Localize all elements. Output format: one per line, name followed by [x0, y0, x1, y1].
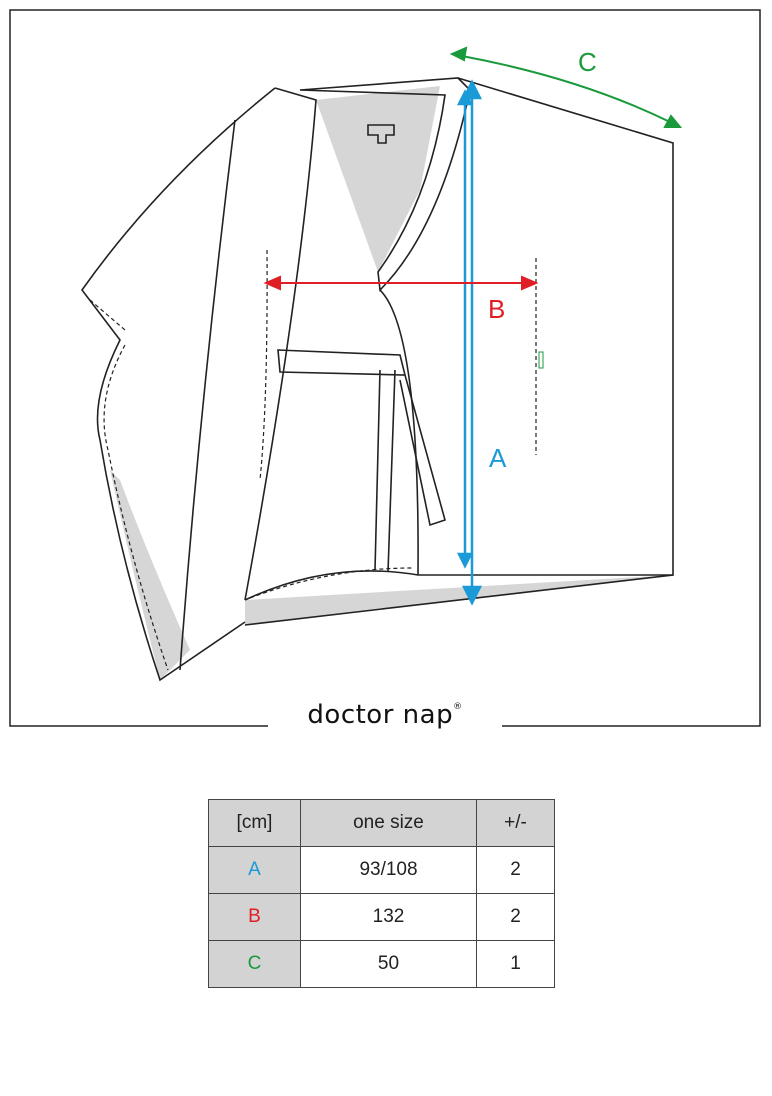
front-wrap [244, 289, 673, 601]
row-tolerance: 1 [476, 940, 555, 988]
size-table: [cm] one size +/- A 93/108 2 B 132 2 C 5… [208, 799, 555, 988]
left-sleeve-outline [81, 87, 276, 682]
stitch-line [89, 249, 537, 671]
label-a: A [489, 443, 507, 473]
label-tag [367, 124, 395, 144]
row-tolerance: 2 [476, 893, 555, 941]
back-body-outline [244, 77, 674, 626]
header-tolerance: +/- [476, 799, 555, 847]
sleeve-interior [110, 470, 190, 680]
belt [277, 349, 446, 573]
row-tolerance: 2 [476, 846, 555, 894]
row-key: C [208, 940, 301, 988]
label-c: C [578, 47, 597, 77]
brand-name: doctor nap [307, 700, 454, 730]
collar [299, 77, 471, 292]
table-row: C 50 1 [208, 940, 555, 988]
row-key: A [208, 846, 301, 894]
table-header-row: [cm] one size +/- [208, 799, 555, 847]
brand-logo: doctor nap® [268, 700, 502, 730]
header-unit: [cm] [208, 799, 301, 847]
garment-diagram [9, 9, 761, 727]
table-row: B 132 2 [208, 893, 555, 941]
row-key: B [208, 893, 301, 941]
table-row: A 93/108 2 [208, 846, 555, 894]
row-value: 132 [300, 893, 477, 941]
neck-interior [316, 86, 440, 272]
front-panel [179, 87, 317, 671]
frame [9, 9, 761, 727]
label-b: B [488, 294, 506, 324]
row-value: 50 [300, 940, 477, 988]
header-size: one size [300, 799, 477, 847]
row-value: 93/108 [300, 846, 477, 894]
registered-mark: ® [453, 702, 463, 712]
